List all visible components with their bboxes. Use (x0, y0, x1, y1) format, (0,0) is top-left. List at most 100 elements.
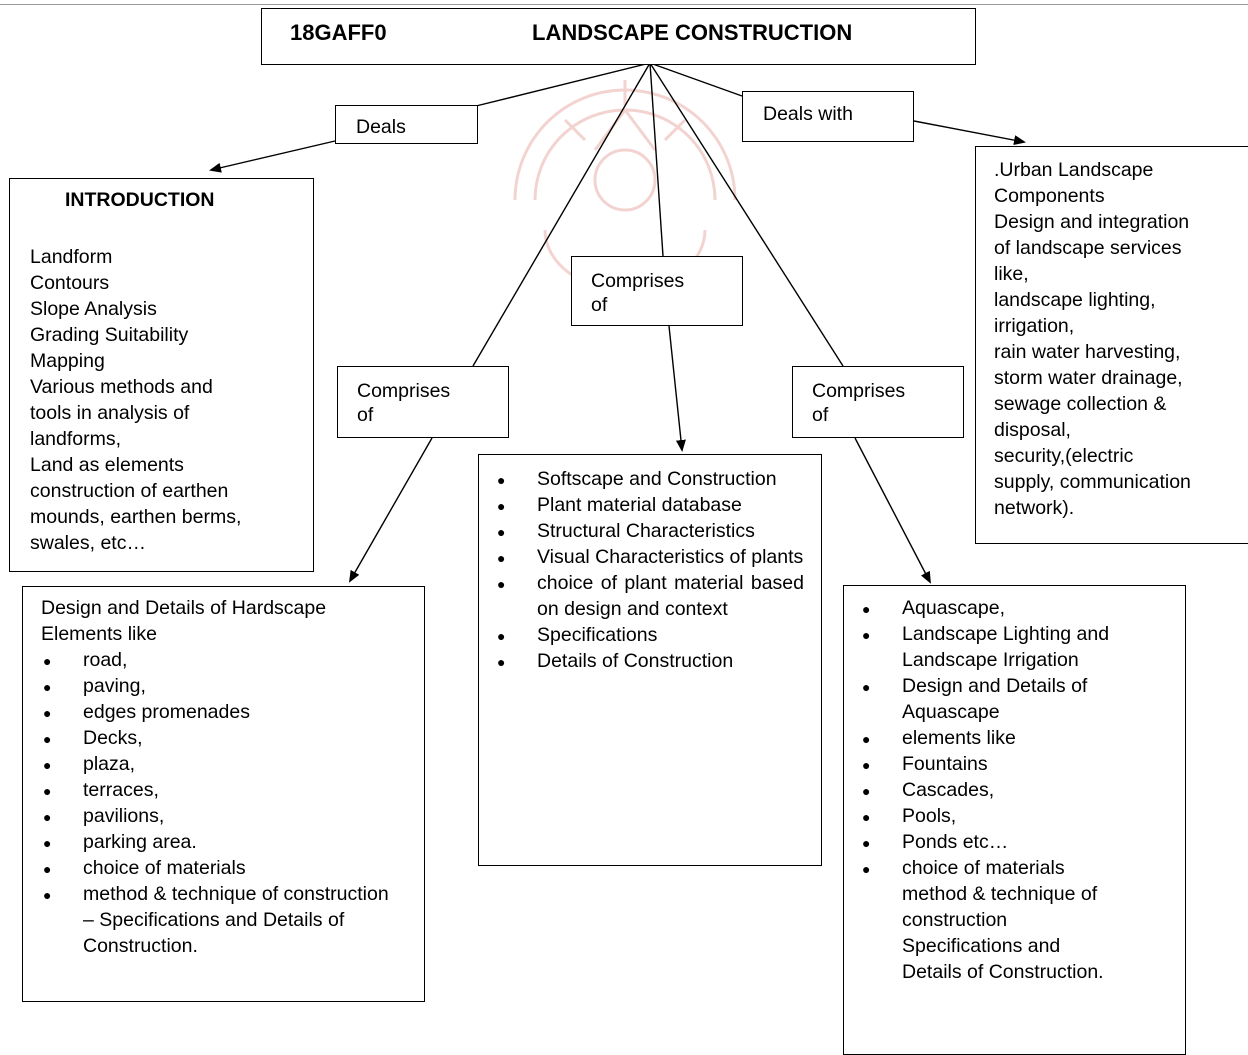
deals-label-box: Deals (335, 105, 478, 144)
list-item: ●choice of materials (43, 855, 393, 881)
line-title-deals-with (649, 62, 743, 97)
introduction-item: Slope Analysis (30, 298, 157, 320)
list-item-text: Specifications (537, 624, 658, 646)
urban-landscape-line: of landscape services (994, 237, 1182, 259)
bullet-icon: ● (862, 757, 871, 773)
line-title-comprises-mid (649, 62, 664, 257)
list-item-text: plaza, (83, 753, 136, 775)
urban-landscape-line: sewage collection & (994, 393, 1167, 415)
softscape-list: ● Softscape and Construction ● Plant materi… (497, 466, 804, 674)
introduction-item: mounds, earthen berms, (30, 506, 242, 528)
urban-landscape-line: disposal, (994, 419, 1071, 441)
list-item-text: Decks, (83, 727, 143, 749)
introduction-item: landforms, (30, 428, 122, 450)
bullet-icon: ● (43, 835, 52, 851)
line-title-deals (475, 62, 651, 107)
urban-landscape-line: security,(electric (994, 445, 1134, 467)
list-item-text: choice of materials (83, 857, 246, 879)
list-item-text: paving, (83, 675, 146, 697)
list-item-text: Pools, (902, 805, 957, 827)
list-item: ● Plant material database (497, 492, 804, 518)
list-item: ●elements like (862, 725, 1122, 751)
list-item-text: Fountains (902, 753, 988, 775)
list-item: ●Aquascape, (862, 595, 1122, 621)
line-title-comprises-left (472, 62, 651, 367)
comprises-right-label: Comprises of (812, 380, 906, 426)
bullet-icon: ● (862, 835, 871, 851)
list-item-text: Details of Construction (537, 650, 734, 672)
bullet-icon: ● (497, 498, 506, 514)
bullet-icon: ● (497, 628, 506, 644)
list-item: ● Visual Characteristics of plants (497, 544, 804, 570)
urban-landscape-line: like, (994, 263, 1029, 285)
bullet-icon: ● (43, 731, 52, 747)
line-deals-with-urban (913, 120, 1026, 146)
list-item-text: Softscape and Construction (537, 468, 777, 490)
list-item-text: edges promenades (83, 701, 250, 723)
urban-landscape-line: irrigation, (994, 315, 1075, 337)
urban-landscape-line: Components (994, 185, 1105, 207)
list-item: ●plaza, (43, 751, 393, 777)
bullet-icon: ● (497, 550, 506, 566)
hardscape-list: ●road,●paving,●edges promenades●Decks,●p… (43, 647, 393, 959)
bullet-icon: ● (862, 627, 871, 643)
course-title: LANDSCAPE CONSTRUCTION (532, 20, 853, 45)
line-title-comprises-right (649, 62, 844, 367)
bullet-icon: ● (43, 679, 52, 695)
introduction-heading: INTRODUCTION (65, 189, 215, 211)
comprises-left-label-box: Comprises of (337, 366, 509, 438)
urban-landscape-line: landscape lighting, (994, 289, 1156, 311)
list-item-text: Aquascape, (902, 597, 1005, 619)
header-rule (0, 4, 1248, 5)
list-item: ●choice of plant material based on desig… (497, 570, 804, 622)
line-comprises-mid-softscape (668, 325, 686, 452)
bullet-icon: ● (862, 861, 871, 877)
line-comprises-left-hardscape (349, 437, 433, 583)
introduction-item: Mapping (30, 350, 105, 372)
bullet-icon: ● (43, 653, 52, 669)
line-deals-introduction (209, 140, 336, 173)
bullet-icon: ● (497, 472, 506, 488)
urban-landscape-line: Design and integration (994, 211, 1190, 233)
introduction-item: tools in analysis of (30, 402, 190, 424)
list-item: ● Landscape Lighting and Landscape Irriga… (862, 621, 1122, 673)
introduction-item: Various methods and (30, 376, 213, 398)
list-item-text: method & technique of construction – Spe… (83, 883, 389, 957)
hardscape-intro: Design and Details of Hardscape Elements… (41, 597, 327, 645)
list-item: ● parking area. (43, 829, 393, 855)
list-item: ●Design and Details of Aquascape (862, 673, 1122, 725)
bullet-icon: ● (862, 809, 871, 825)
list-item: ●Cascades, (862, 777, 1122, 803)
list-item: ●edges promenades (43, 699, 393, 725)
bullet-icon: ● (497, 524, 506, 540)
bullet-icon: ● (862, 731, 871, 747)
introduction-item: Contours (30, 272, 110, 294)
bullet-icon: ● (43, 809, 52, 825)
list-item-text: Landscape Lighting and Landscape Irrigat… (902, 623, 1110, 671)
softscape-box: ● Softscape and Construction ● Plant materi… (478, 454, 822, 866)
list-item: ●method & technique of construction – Sp… (43, 881, 393, 959)
list-item-text: Plant material database (537, 494, 742, 516)
line-comprises-right-aquascape (854, 437, 931, 584)
list-item: ●road, (43, 647, 393, 673)
introduction-item: swales, etc… (30, 532, 146, 554)
title-box: 18GAFF0 LANDSCAPE CONSTRUCTION (261, 8, 976, 65)
list-item: ● Ponds etc… (862, 829, 1122, 855)
urban-landscape-line: .Urban Landscape (994, 159, 1154, 181)
list-item-text: Cascades, (902, 779, 995, 801)
deals-with-label-box: Deals with (742, 91, 914, 142)
list-item: ● Softscape and Construction (497, 466, 804, 492)
list-item: ●terraces, (43, 777, 393, 803)
list-item: ●choice of materials method & technique … (862, 855, 1122, 985)
list-item-text: Ponds etc… (902, 831, 1009, 853)
bullet-icon: ● (497, 654, 506, 670)
list-item-text: Visual Characteristics of plants (537, 546, 804, 568)
list-item-text: parking area. (83, 831, 197, 853)
introduction-item: Landform (30, 246, 113, 268)
hardscape-box: Design and Details of Hardscape Elements… (22, 586, 425, 1002)
deals-with-label: Deals with (763, 103, 853, 125)
comprises-left-label: Comprises of (357, 380, 451, 426)
